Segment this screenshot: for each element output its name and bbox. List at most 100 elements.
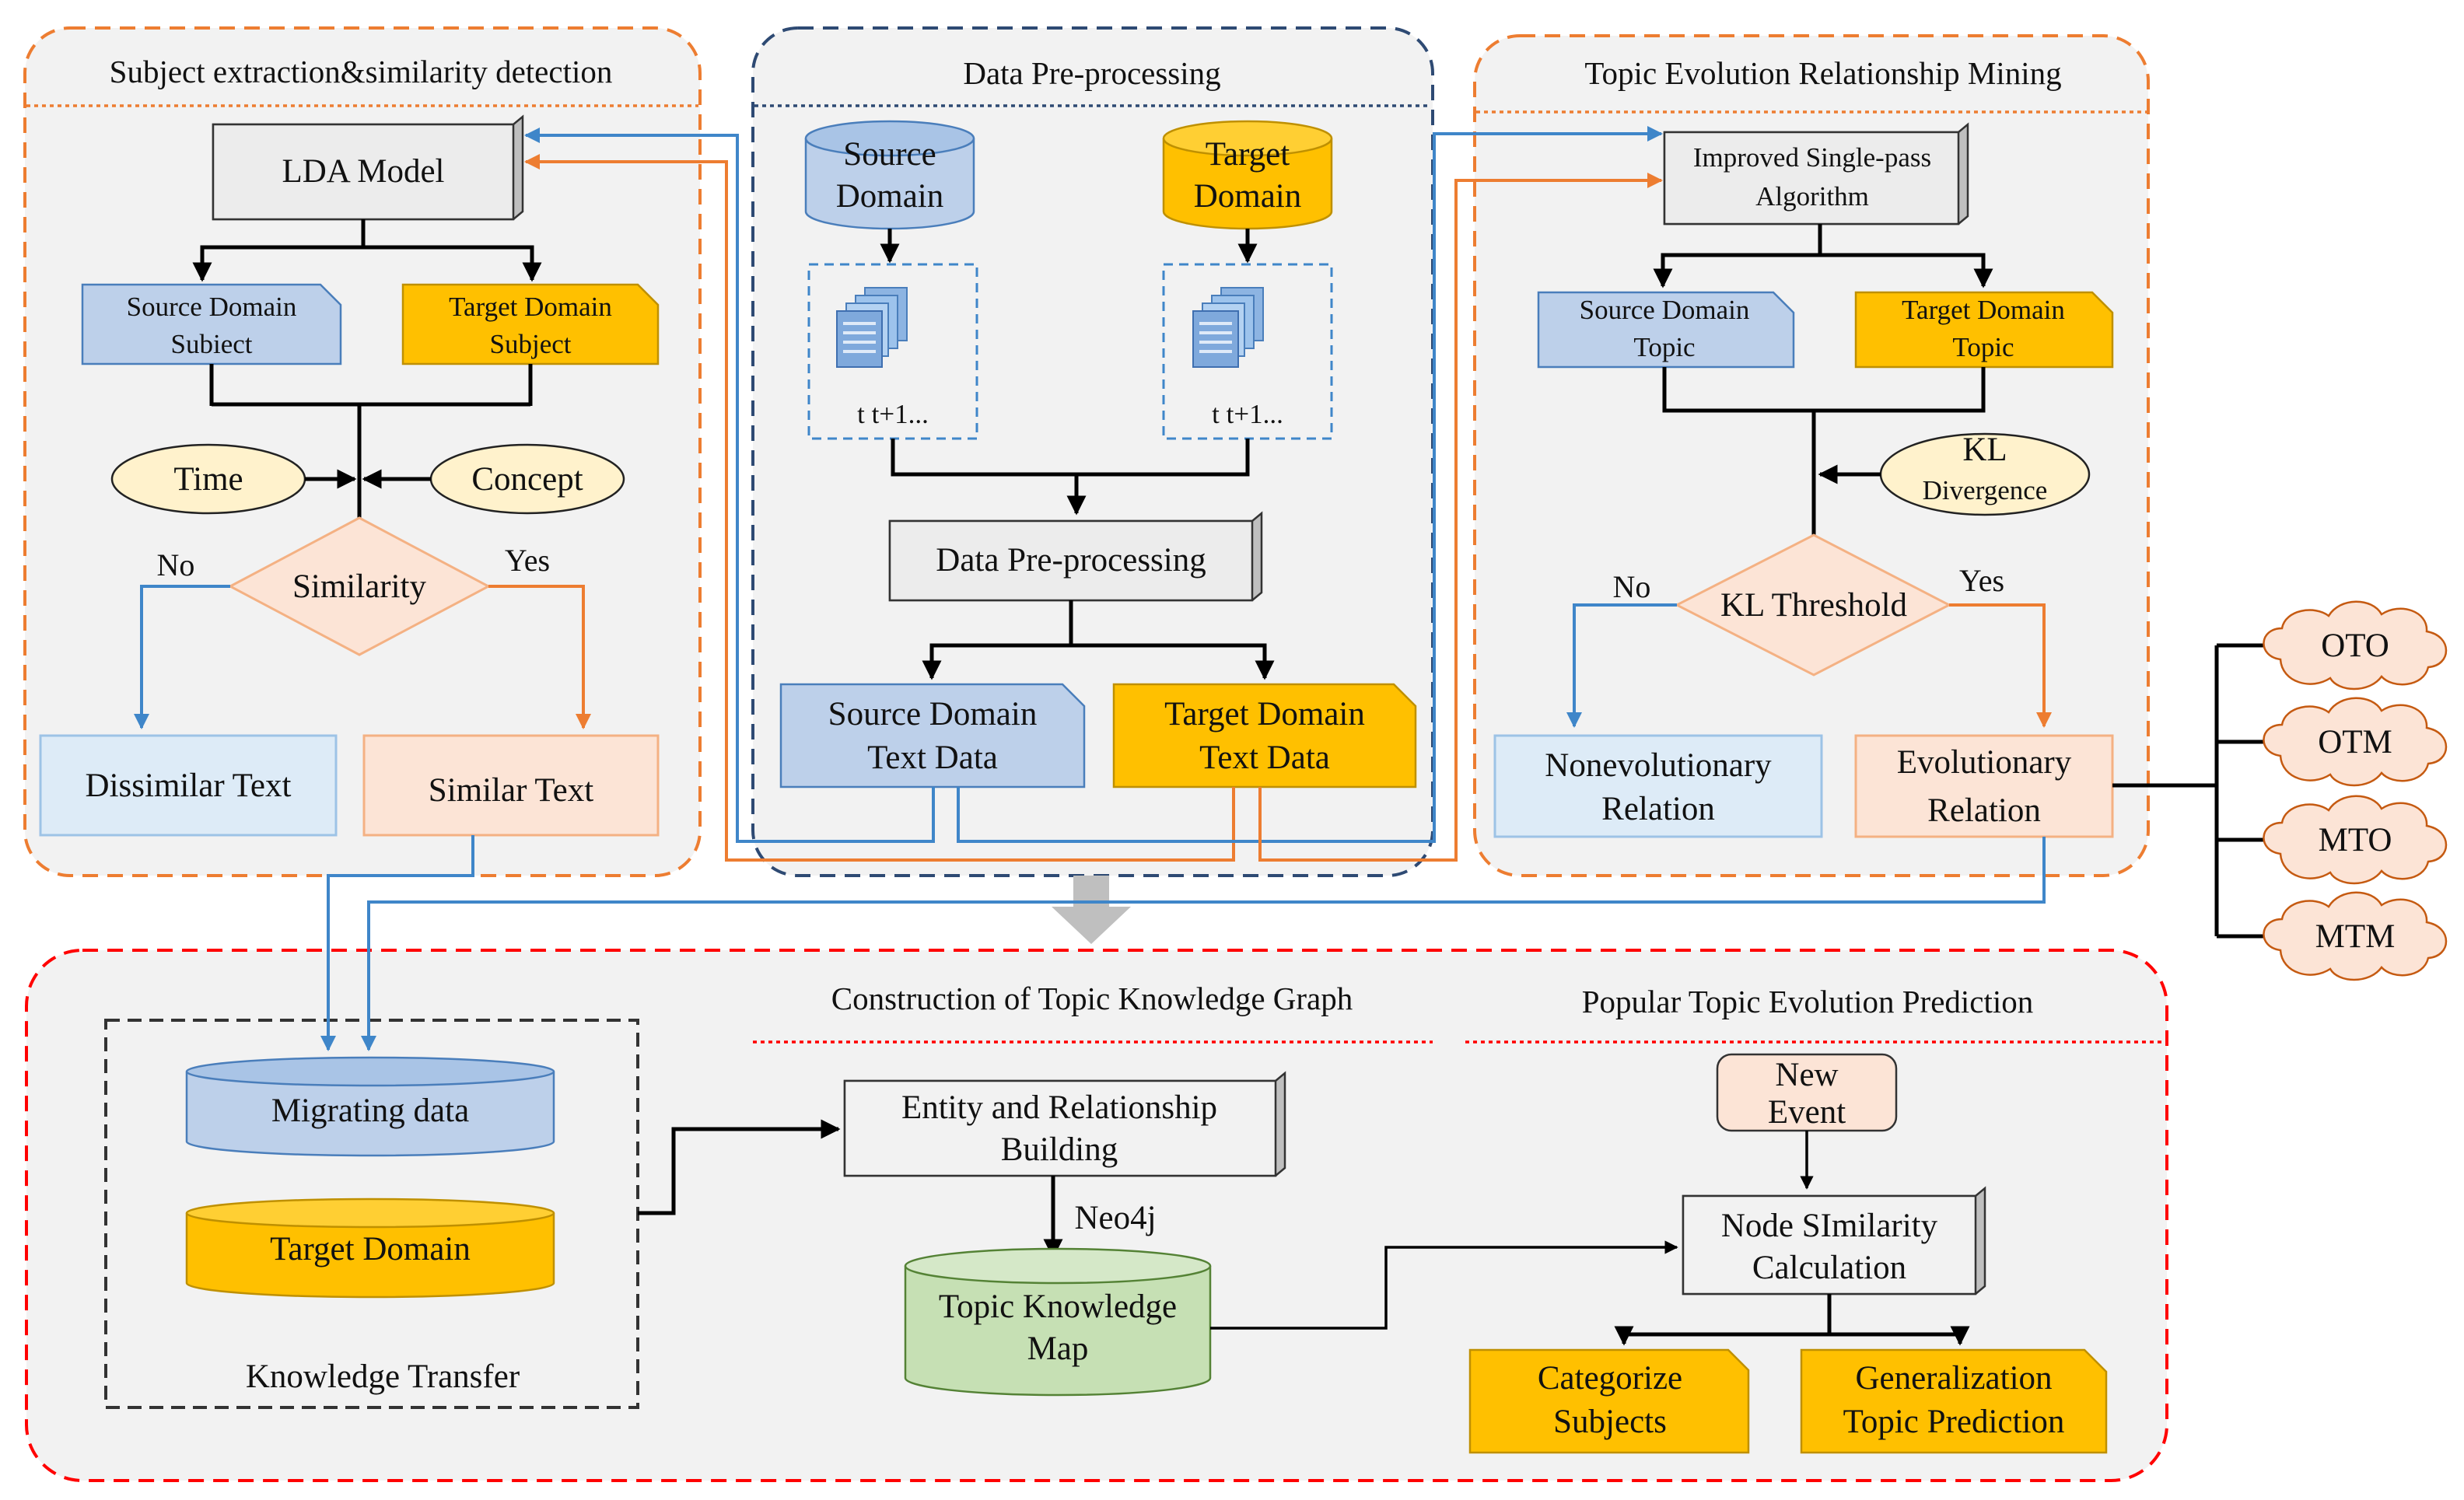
prediction-title: Popular Topic Evolution Prediction	[1582, 984, 2034, 1019]
svg-text:Source Domain: Source Domain	[1580, 295, 1750, 325]
source-domain-database: Source Domain	[804, 120, 975, 230]
node-similarity-calculation: Node SImilarity Calculation	[1682, 1186, 1986, 1295]
cloud-shape	[2263, 795, 2448, 885]
source-to-algorithm-connector	[957, 126, 1663, 843]
svg-text:Similarity: Similarity	[292, 568, 427, 605]
source-domain-subject: Source Domain Subiect	[81, 283, 342, 365]
svg-text:Topic: Topic	[1952, 332, 2014, 362]
svg-text:Building: Building	[1001, 1131, 1118, 1168]
lda-model-box: LDA Model	[212, 114, 524, 221]
similarity-yes-label: Yes	[505, 543, 550, 578]
svg-text:t t+1...: t t+1...	[857, 399, 929, 429]
svg-text:Target: Target	[1206, 136, 1290, 173]
similar-text-box: Similar Text	[362, 734, 660, 837]
svg-text:Generalization: Generalization	[1855, 1360, 2052, 1397]
migrating-data-database: Migrating data	[185, 1056, 555, 1157]
svg-text:Source: Source	[843, 136, 936, 173]
target-to-lda-connector	[524, 154, 1235, 862]
target-to-algorithm-connector	[1258, 173, 1663, 862]
similar-to-migrating-connector	[320, 835, 474, 1051]
target-domain-topic: Target Domain Topic	[1854, 291, 2114, 369]
categorize-subjects: Categorize Subjects	[1468, 1348, 1750, 1454]
source-to-lda-connector	[524, 128, 935, 843]
svg-text:Dissimilar Text: Dissimilar Text	[86, 767, 292, 804]
svg-text:Entity and Relationship: Entity and Relationship	[901, 1089, 1217, 1126]
relation-label: OTO	[2321, 628, 2389, 664]
source-domain-topic: Source Domain Topic	[1537, 291, 1795, 369]
dissimilar-text-box: Dissimilar Text	[39, 734, 338, 837]
data-preprocessing-step: Data Pre-processing	[888, 511, 1263, 602]
svg-text:Concept: Concept	[471, 461, 583, 498]
subject-panel: Subject extraction&similarity detection …	[23, 26, 702, 877]
svg-text:Node SImilarity: Node SImilarity	[1721, 1208, 1938, 1244]
svg-text:Subjects: Subjects	[1553, 1404, 1667, 1440]
entity-relationship-building: Entity and Relationship Building	[843, 1071, 1286, 1177]
target-documents-group: t t+1...	[1162, 263, 1333, 440]
graph-construction-title: Construction of Topic Knowledge Graph	[831, 981, 1353, 1016]
svg-text:Topic Knowledge: Topic Knowledge	[939, 1288, 1177, 1325]
svg-text:Text Data: Text Data	[1199, 740, 1330, 776]
evolution-panel: Topic Evolution Relationship Mining Impr…	[1473, 34, 2150, 877]
svg-text:Target Domain: Target Domain	[1902, 295, 2065, 325]
evolution-to-migrating-connector	[361, 837, 2046, 1051]
concept-ellipse: Concept	[429, 443, 625, 515]
svg-text:Target Domain: Target Domain	[270, 1231, 471, 1267]
time-ellipse: Time	[110, 443, 306, 515]
preprocess-panel-title: Data Pre-processing	[963, 55, 1220, 91]
svg-text:Relation: Relation	[1927, 792, 2041, 829]
flow-down-arrow-icon	[1052, 876, 1131, 944]
target-domain-database-bottom: Target Domain	[185, 1198, 555, 1299]
topic-knowledge-map-database: Topic Knowledge Map	[904, 1247, 1212, 1397]
svg-text:t t+1...: t t+1...	[1212, 399, 1283, 429]
svg-text:Map: Map	[1027, 1330, 1089, 1367]
relation-cloud-oto: OTO	[2263, 600, 2448, 691]
svg-text:Evolutionary: Evolutionary	[1897, 744, 2072, 781]
relation-cloud-otm: OTM	[2263, 697, 2448, 787]
svg-text:Time: Time	[173, 461, 243, 498]
relation-cloud-mto: MTO	[2263, 795, 2448, 885]
svg-text:Improved Single-pass: Improved Single-pass	[1693, 142, 1931, 173]
svg-text:Target Domain: Target Domain	[449, 292, 612, 322]
svg-text:Text Data: Text Data	[867, 740, 998, 776]
cloud-shape	[2263, 697, 2448, 787]
knowledge-transfer-label: Knowledge Transfer	[246, 1358, 520, 1395]
target-domain-database: Target Domain	[1162, 120, 1333, 230]
svg-text:Domain: Domain	[1194, 178, 1302, 215]
evolution-panel-title: Topic Evolution Relationship Mining	[1584, 55, 2061, 91]
svg-text:Subiect: Subiect	[171, 329, 253, 359]
target-domain-subject: Target Domain Subject	[401, 283, 660, 365]
similarity-decision: Similarity	[227, 516, 492, 656]
svg-text:Topic Prediction: Topic Prediction	[1843, 1404, 2065, 1440]
single-pass-algorithm-box: Improved Single-pass Algorithm	[1663, 122, 1969, 226]
source-documents-group: t t+1...	[807, 263, 978, 440]
new-event-box: New Event	[1716, 1053, 1898, 1132]
relation-label: MTO	[2319, 822, 2392, 858]
neo4j-label: Neo4j	[1074, 1200, 1156, 1236]
svg-text:Migrating data: Migrating data	[271, 1093, 469, 1129]
lda-model-label: LDA Model	[282, 153, 444, 190]
similarity-no-label: No	[157, 547, 195, 582]
svg-text:KL: KL	[1962, 432, 2007, 468]
evolutionary-relation-box: Evolutionary Relation	[1854, 734, 2114, 838]
svg-text:Topic: Topic	[1633, 332, 1695, 362]
subject-panel-title: Subject extraction&similarity detection	[110, 54, 613, 89]
kl-divergence-ellipse: KL Divergence	[1879, 432, 2091, 516]
svg-text:Data Pre-processing: Data Pre-processing	[936, 542, 1206, 579]
svg-text:Event: Event	[1768, 1094, 1846, 1131]
svg-text:New: New	[1775, 1057, 1838, 1093]
svg-text:Target Domain: Target Domain	[1164, 696, 1365, 733]
nonevolutionary-relation-box: Nonevolutionary Relation	[1493, 734, 1823, 838]
relation-label: OTM	[2318, 724, 2392, 760]
generalization-topic-prediction: Generalization Topic Prediction	[1800, 1348, 2108, 1454]
svg-text:Domain: Domain	[836, 178, 944, 215]
svg-text:Similar Text: Similar Text	[429, 772, 593, 809]
svg-text:Algorithm: Algorithm	[1755, 181, 1869, 212]
cloud-shape	[2263, 600, 2448, 691]
threshold-no-label: No	[1613, 569, 1651, 604]
preprocess-panel: Data Pre-processing Source Domain Target…	[751, 26, 1434, 877]
svg-text:Subject: Subject	[490, 329, 572, 359]
bottom-panel: Construction of Topic Knowledge Graph Po…	[25, 949, 2168, 1482]
svg-text:Relation: Relation	[1601, 791, 1715, 827]
